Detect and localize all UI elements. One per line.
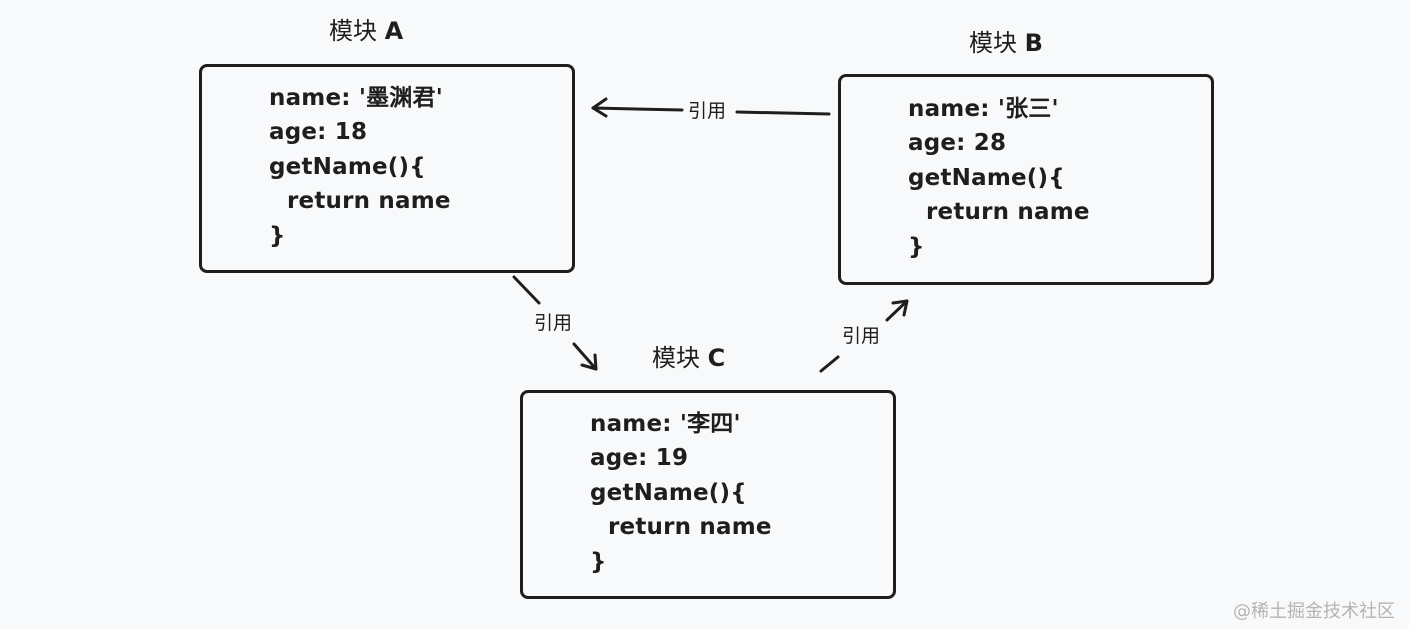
module-b-line-return: return name [926, 199, 1090, 225]
module-a-line-return: return name [287, 188, 451, 214]
module-c-title-prefix: 模块 [652, 344, 700, 372]
module-c-line-name: name: '李四' [590, 411, 741, 437]
module-c-line-age: age: 19 [590, 445, 689, 471]
module-b-line-close: } [908, 234, 925, 260]
module-a-title-prefix: 模块 [329, 17, 377, 45]
edge-label-b-to-a: 引用 [686, 100, 729, 122]
arrow-c-to-b [819, 299, 909, 373]
module-a-title-letter: A [384, 17, 404, 45]
module-b-line-getname: getName(){ [908, 165, 1065, 191]
module-a-box [199, 64, 575, 273]
module-a-line-close: } [269, 223, 286, 249]
watermark: @稀土掘金技术社区 [1233, 601, 1395, 622]
module-b-line-age: age: 28 [908, 130, 1007, 156]
module-c-line-close: } [590, 549, 607, 575]
module-b-title-letter: B [1024, 29, 1043, 57]
arrow-a-to-c [512, 275, 598, 371]
module-c-line-getname: getName(){ [590, 480, 747, 506]
module-b-title-prefix: 模块 [969, 29, 1017, 57]
module-a-line-getname: getName(){ [269, 154, 426, 180]
module-a-title: 模块 A [329, 17, 403, 45]
edge-label-c-to-b: 引用 [840, 325, 883, 347]
module-c-box [520, 390, 896, 599]
module-a-line-name: name: '墨渊君' [269, 85, 443, 111]
arrow-b-to-a [591, 97, 831, 118]
module-a-line-age: age: 18 [269, 119, 368, 145]
module-c-title-letter: C [707, 344, 726, 372]
module-b-box [838, 74, 1214, 285]
module-c-title: 模块 C [652, 344, 725, 372]
module-c-line-return: return name [608, 514, 772, 540]
module-b-line-name: name: '张三' [908, 96, 1059, 122]
edge-label-a-to-c: 引用 [532, 312, 575, 334]
module-b-title: 模块 B [969, 29, 1043, 57]
